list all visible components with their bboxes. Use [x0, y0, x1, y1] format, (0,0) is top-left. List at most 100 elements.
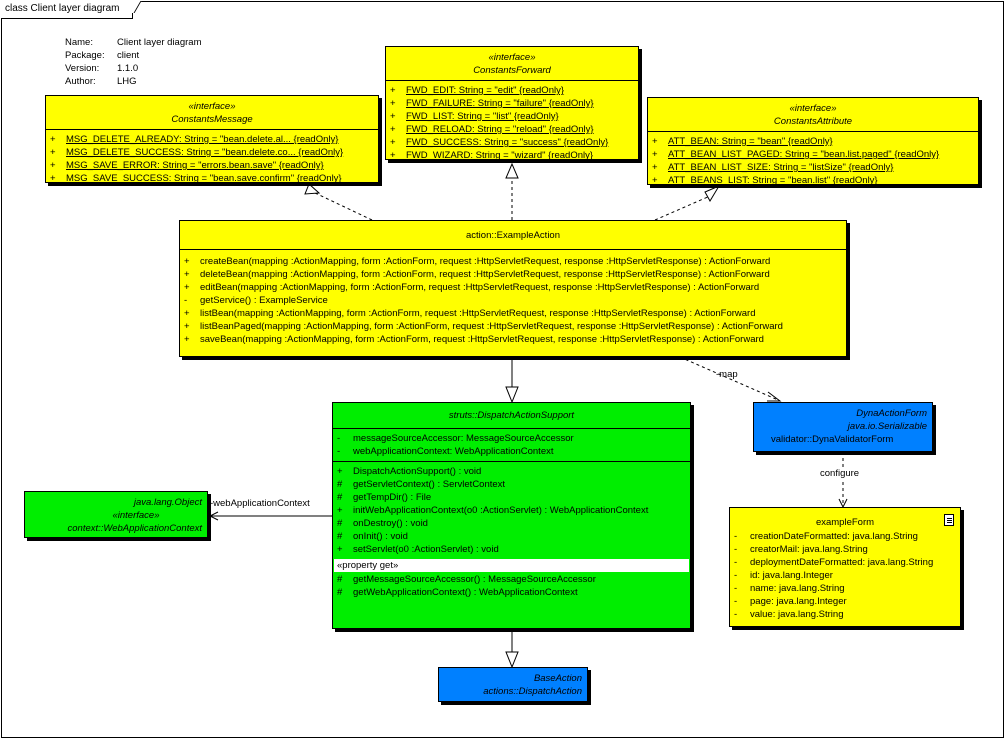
operation-text: getTempDir() : File [353, 492, 432, 503]
operation-row: +listBean(mapping :ActionMapping, form :… [184, 307, 842, 320]
visibility-marker: + [337, 505, 343, 516]
constants-attribute-class[interactable]: «interface» ConstantsAttribute +ATT_BEAN… [647, 97, 979, 186]
meta-value: Client layer diagram [117, 37, 202, 48]
interface-name: java.io.Serializable [847, 421, 927, 432]
attribute-text: ATT_BEAN: String = "bean" {readOnly} [668, 136, 833, 147]
attribute-row: +FWD_SUCCESS: String = "success" {readOn… [390, 136, 634, 149]
visibility-marker: + [652, 149, 658, 160]
constants-message-class[interactable]: «interface» ConstantsMessage +MSG_DELETE… [45, 95, 379, 185]
visibility-marker: + [390, 85, 396, 96]
visibility-marker: # [337, 587, 343, 598]
visibility-marker: + [184, 256, 190, 267]
class-name: DynaActionForm [856, 408, 927, 419]
class-name: ConstantsAttribute [773, 116, 853, 127]
class-stereotype: «interface» [112, 510, 160, 521]
visibility-marker: - [734, 557, 738, 568]
meta-row: Package:client [65, 49, 201, 62]
operation-row: # getWebApplicationContext() : WebApplica… [337, 586, 686, 599]
visibility-marker: + [184, 308, 190, 319]
attribute-row: + MSG_SAVE_SUCCESS: String = "bean.save.c… [50, 172, 374, 185]
operation-row: +setServlet(o0 :ActionServlet) : void [337, 543, 686, 556]
class-header: exampleForm [730, 508, 960, 530]
operation-text: getServletContext() : ServletContext [353, 479, 506, 490]
validator-name: validator::DynaValidatorForm [771, 434, 894, 445]
operation-row: + DispatchActionSupport() : void [337, 465, 686, 478]
web-application-context-class[interactable]: java.lang.Object «interface» context::We… [24, 491, 208, 538]
attribute-row: +FWD_WIZARD: String = "wizard" {readOnly… [390, 149, 634, 162]
diagram-metadata: Name:Client layer diagram Package:client… [65, 36, 201, 88]
class-attributes: -creationDateFormatted: java.lang.String… [730, 530, 960, 624]
attribute-text: FWD_FAILURE: String = "failure" {readOnl… [406, 98, 594, 109]
attribute-row: +MSG_SAVE_ERROR: String = "errors.bean.s… [50, 159, 374, 172]
attribute-text: MSG_SAVE_SUCCESS: String = "bean.save.co… [66, 173, 342, 184]
base-action-class[interactable]: BaseAction actions::DispatchAction [438, 667, 588, 702]
attribute-text: ATT_BEAN_LIST_SIZE: String = "listSize" … [668, 162, 894, 173]
attribute-text: MSG_SAVE_ERROR: String = "errors.bean.sa… [66, 160, 324, 171]
parent-class: actions::DispatchAction [483, 686, 582, 697]
generalization-example-action-arrow [505, 386, 519, 404]
configure-label: configure [820, 468, 860, 479]
class-header: «interface» ConstantsAttribute [648, 98, 978, 132]
class-stereotype: «interface» [488, 52, 536, 63]
property-operations: #getMessageSourceAccessor() : MessageSou… [333, 572, 690, 602]
visibility-marker: - [734, 544, 738, 555]
generalization-base-action-arrow [505, 651, 519, 669]
attribute-row: -webApplicationContext: WebApplicationCo… [337, 445, 686, 458]
web-app-context-assoc-arrow [208, 511, 219, 521]
operation-text: DispatchActionSupport() : void [353, 466, 482, 477]
attribute-row: -name: java.lang.String [734, 582, 956, 595]
visibility-marker: + [50, 173, 56, 184]
attribute-row: + ATT_BEAN_LIST_SIZE: String = "listSize"… [652, 161, 974, 174]
operation-row: # onInit() : void [337, 530, 686, 543]
constants-forward-class[interactable]: «interface» ConstantsForward + FWD_EDIT: … [385, 46, 639, 162]
visibility-marker: # [337, 574, 343, 585]
class-header: struts::DispatchActionSupport [333, 403, 690, 429]
operation-row: #getServletContext() : ServletContext [337, 478, 686, 491]
operation-text: getService() : ExampleService [200, 295, 328, 306]
visibility-marker: + [184, 282, 190, 293]
meta-value: LHG [117, 76, 137, 87]
attribute-row: -creationDateFormatted: java.lang.String [734, 530, 956, 543]
class-name: struts::DispatchActionSupport [448, 410, 575, 421]
attribute-text: creationDateFormatted: java.lang.String [750, 531, 918, 542]
operation-row: -getService() : ExampleService [184, 294, 842, 307]
property-get-label: «property get» [334, 559, 689, 572]
visibility-marker: + [337, 466, 343, 477]
meta-row: Version:1.1.0 [65, 62, 201, 75]
realization-constants-attribute-line [654, 195, 711, 221]
dyna-action-form-class[interactable]: DynaActionForm java.io.Serializable vali… [753, 402, 933, 452]
class-operations: +DispatchActionSupport() : void #getServ… [333, 462, 690, 559]
class-attributes: +ATT_BEAN: String = "bean" {readOnly} +A… [648, 132, 978, 190]
dispatch-action-support-class[interactable]: struts::DispatchActionSupport - messageSo… [332, 402, 691, 629]
attribute-text: messageSourceAccessor: MessageSourceAcce… [353, 433, 574, 444]
example-action-class[interactable]: action::ExampleAction +createBean(mappin… [179, 220, 847, 357]
visibility-marker: # [337, 531, 343, 542]
class-header: «interface» ConstantsForward [386, 47, 638, 81]
example-form-class[interactable]: exampleForm -creationDateFormatted: java… [729, 507, 961, 627]
attribute-text: FWD_EDIT: String = "edit" {readOnly} [406, 85, 565, 96]
operation-row: +editBean(mapping :ActionMapping, form :… [184, 281, 842, 294]
visibility-marker: + [652, 175, 658, 186]
visibility-marker: - [337, 433, 341, 444]
operation-text: setServlet(o0 :ActionServlet) : void [353, 544, 499, 555]
operation-row: #getTempDir() : File [337, 491, 686, 504]
class-name: ConstantsForward [473, 65, 551, 76]
operation-text: getWebApplicationContext() : WebApplicat… [353, 587, 578, 598]
visibility-marker: - [734, 609, 738, 620]
frame-title: class Client layer diagram [1, 1, 133, 19]
operation-row: +deleteBean(mapping :ActionMapping, form… [184, 268, 842, 281]
meta-row: Name:Client layer diagram [65, 36, 201, 49]
visibility-marker: + [50, 134, 56, 145]
visibility-marker: + [50, 147, 56, 158]
attribute-text: MSG_DELETE_ALREADY: String = "bean.delet… [66, 134, 339, 145]
attribute-text: page: java.lang.Integer [750, 596, 847, 607]
parent-class: java.lang.Object [133, 497, 202, 508]
attribute-row: +ATT_BEAN_LIST_PAGED: String = "bean.lis… [652, 148, 974, 161]
attribute-text: name: java.lang.String [750, 583, 845, 594]
attribute-text: webApplicationContext: WebApplicationCon… [353, 446, 554, 457]
operation-text: onInit() : void [353, 531, 408, 542]
realization-constants-message-line [312, 191, 373, 221]
visibility-marker: + [652, 162, 658, 173]
operation-text: createBean(mapping :ActionMapping, form … [200, 256, 771, 267]
